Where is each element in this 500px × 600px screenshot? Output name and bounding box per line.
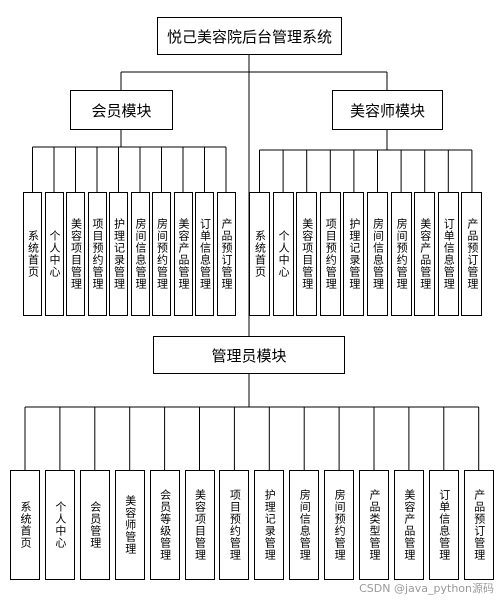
- member-item-0: 系统首页: [23, 192, 42, 316]
- admin-item-label: 会员管理: [88, 501, 102, 549]
- admin-item-label: 美容产品管理: [402, 489, 416, 561]
- member-item-1: 个人中心: [44, 192, 64, 316]
- beautician-item-label: 美容项目管理: [300, 218, 314, 290]
- beautician-item-label: 美容产品管理: [418, 218, 432, 290]
- admin-item-9: 房间预约管理: [324, 470, 355, 580]
- beautician-item-0: 系统首页: [249, 192, 270, 316]
- beautician-item-3: 项目预约管理: [319, 192, 341, 316]
- watermark: CSDN @java_python源码: [359, 582, 494, 595]
- admin-item-13: 产品预订管理: [463, 470, 494, 580]
- beautician-module-label: 美容师模块: [349, 101, 425, 120]
- member-item-2: 美容项目管理: [66, 192, 85, 316]
- admin-item-8: 房间信息管理: [289, 470, 320, 580]
- beautician-item-5: 房间信息管理: [367, 192, 388, 316]
- beautician-item-4: 护理记录管理: [343, 192, 365, 316]
- admin-item-4: 会员等级管理: [149, 470, 180, 580]
- member-item-label: 系统首页: [26, 230, 40, 278]
- system-title-box: 悦己美容院后台管理系统: [157, 17, 342, 55]
- beautician-item-label: 产品预订管理: [465, 218, 479, 290]
- beautician-item-1: 个人中心: [272, 192, 294, 316]
- member-item-label: 产品预订管理: [220, 218, 233, 290]
- member-item-label: 订单信息管理: [198, 218, 212, 290]
- admin-item-0: 系统首页: [10, 470, 40, 580]
- member-item-label: 护理记录管理: [112, 218, 126, 290]
- member-item-6: 房间预约管理: [152, 192, 171, 316]
- member-item-5: 房间信息管理: [130, 192, 150, 316]
- admin-module-box: 管理员模块: [153, 336, 345, 374]
- beautician-item-6: 房间预约管理: [390, 192, 412, 316]
- admin-item-2: 会员管理: [79, 470, 110, 580]
- beautician-item-label: 护理记录管理: [347, 218, 361, 290]
- member-item-8: 订单信息管理: [195, 192, 214, 316]
- beautician-item-label: 项目预约管理: [324, 218, 338, 290]
- system-title: 悦己美容院后台管理系统: [166, 27, 332, 46]
- admin-item-label: 产品类型管理: [368, 489, 381, 561]
- admin-item-label: 房间预约管理: [333, 489, 347, 561]
- member-item-7: 美容产品管理: [173, 192, 193, 316]
- beautician-item-label: 系统首页: [253, 230, 267, 278]
- admin-item-5: 美容项目管理: [184, 470, 215, 580]
- member-item-label: 美容产品管理: [177, 218, 190, 290]
- admin-item-7: 护理记录管理: [254, 470, 285, 580]
- admin-item-label: 项目预约管理: [228, 489, 242, 561]
- beautician-item-9: 产品预订管理: [461, 192, 483, 316]
- beautician-item-2: 美容项目管理: [296, 192, 318, 316]
- admin-item-label: 个人中心: [53, 501, 67, 549]
- admin-module-label: 管理员模块: [211, 346, 287, 365]
- admin-item-10: 产品类型管理: [359, 470, 389, 580]
- member-item-label: 房间预约管理: [155, 218, 169, 290]
- member-item-3: 项目预约管理: [87, 192, 107, 316]
- member-item-9: 产品预订管理: [216, 192, 236, 316]
- beautician-item-label: 订单信息管理: [442, 218, 456, 290]
- admin-item-12: 订单信息管理: [428, 470, 459, 580]
- admin-item-label: 房间信息管理: [298, 489, 312, 561]
- admin-item-label: 护理记录管理: [263, 489, 277, 561]
- member-module-label: 会员模块: [91, 101, 152, 120]
- beautician-item-label: 个人中心: [277, 230, 291, 278]
- admin-item-label: 系统首页: [19, 501, 32, 549]
- beautician-module-box: 美容师模块: [332, 90, 443, 130]
- member-module-box: 会员模块: [70, 90, 173, 130]
- beautician-item-7: 美容产品管理: [414, 192, 436, 316]
- member-item-label: 个人中心: [48, 230, 61, 278]
- admin-item-3: 美容师管理: [114, 470, 145, 580]
- admin-item-11: 美容产品管理: [393, 470, 424, 580]
- admin-item-label: 会员等级管理: [158, 489, 172, 561]
- member-item-4: 护理记录管理: [109, 192, 128, 316]
- member-item-label: 房间信息管理: [134, 218, 147, 290]
- admin-item-label: 订单信息管理: [437, 489, 451, 561]
- beautician-item-label: 房间预约管理: [395, 218, 409, 290]
- admin-item-label: 美容师管理: [123, 495, 137, 555]
- member-item-label: 项目预约管理: [91, 218, 104, 290]
- admin-item-label: 产品预订管理: [472, 489, 486, 561]
- admin-item-label: 美容项目管理: [193, 489, 207, 561]
- beautician-item-8: 订单信息管理: [437, 192, 459, 316]
- admin-item-6: 项目预约管理: [219, 470, 250, 580]
- member-item-label: 美容项目管理: [69, 218, 83, 290]
- beautician-item-label: 房间信息管理: [371, 218, 385, 290]
- admin-item-1: 个人中心: [44, 470, 75, 580]
